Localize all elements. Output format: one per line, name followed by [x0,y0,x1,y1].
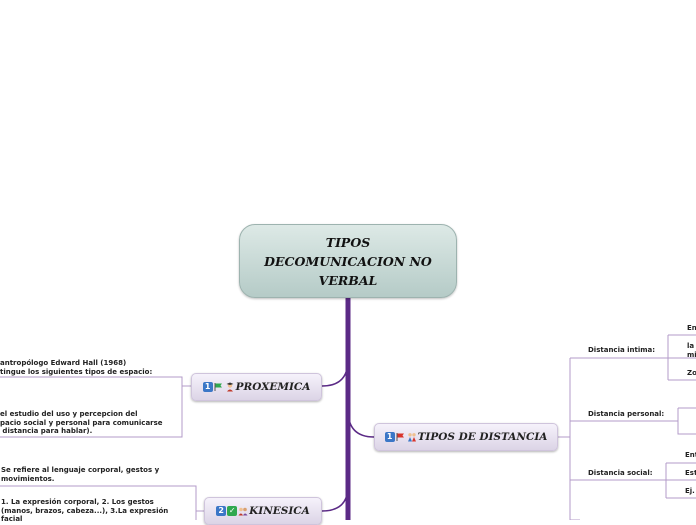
flag-green-icon [214,382,224,392]
note-kinesica-2: 1. La expresión corporal, 2. Los gestos … [1,498,169,523]
note-kinesica-1: Se refiere al lenguaje corporal, gestos … [1,466,160,483]
topic-kinesica[interactable]: 2 ✓ KINESICA [204,497,322,525]
branch-kinesica [0,485,204,520]
flag-red-icon [396,432,406,442]
subtopic-distancia-social[interactable]: Distancia social: [588,469,653,477]
priority-2-icon: 2 [216,506,227,516]
topic-proxemica-label: PROXEMICA [235,381,311,393]
topic-proxemica[interactable]: 1 PROXEMICA [191,373,322,401]
leaf-intima-3: Zo [687,369,696,377]
branch-distancia-intima [656,334,696,381]
connector-kinesica [321,485,349,512]
topic-kinesica-label: KINESICA [249,505,310,517]
leaf-social-1: Ent [685,451,696,459]
leaf-intima-2: la mi [687,342,696,359]
subtopic-distancia-personal[interactable]: Distancia personal: [588,410,665,418]
leaf-social-3: Ej. [685,487,695,495]
branch-distancia-social [656,462,696,499]
priority-1-icon: 1 [202,382,213,392]
check-green-icon: ✓ [227,506,238,516]
note-proxemica-2: el estudio del uso y percepcion del paci… [0,410,163,435]
branch-distancia-personal [666,407,696,435]
root-title: TIPOS DECOMUNICACION NO VERBAL [264,234,432,288]
connector-proxemica [321,359,349,387]
connector-tipos-distancia [347,409,375,438]
topic-tipos-distancia-label: TIPOS DE DISTANCIA [417,431,548,443]
people-pair-icon [407,432,417,442]
branch-tipos-distancia [558,357,666,520]
subtopic-distancia-intima[interactable]: Distancia intima: [588,346,656,354]
priority-1-icon: 1 [384,432,395,442]
note-proxemica-1: antropólogo Edward Hall (1968) tingue lo… [0,359,153,376]
leaf-social-2: Est [685,469,696,477]
branch-proxemica [0,376,191,438]
people-group-icon [238,506,248,516]
root-node[interactable]: TIPOS DECOMUNICACION NO VERBAL [239,224,457,298]
person-student-icon [225,382,235,392]
leaf-intima-1: En [687,324,696,332]
topic-tipos-distancia[interactable]: 1 TIPOS DE DISTANCIA [374,423,558,451]
